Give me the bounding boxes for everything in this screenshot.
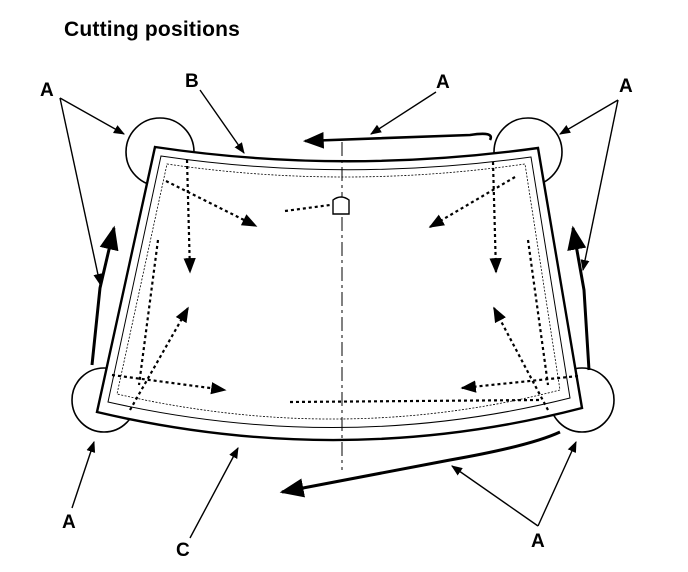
dotted-arrow-top-center xyxy=(284,203,331,213)
cutting-line-right xyxy=(567,225,591,371)
dotted-arrow-bottom-left-up xyxy=(129,306,189,411)
dotted-arrow-top-right-diag xyxy=(428,176,516,228)
dotted-arrow-top-left-diag xyxy=(165,180,258,227)
label-a-bottom-left: A xyxy=(62,512,76,533)
leader-lines xyxy=(59,89,619,539)
label-a-top-left: A xyxy=(40,80,54,101)
cutting-line-bottom xyxy=(279,430,561,498)
dotted-arrow-top-right-down xyxy=(489,161,502,274)
windshield-outline xyxy=(95,145,584,442)
leader-c xyxy=(189,447,239,539)
dotted-arrow-top-left-down xyxy=(183,159,196,274)
cutting-lines xyxy=(90,132,591,498)
leader-a-bottom-left xyxy=(71,440,96,509)
label-a-bottom-right: A xyxy=(531,531,545,552)
label-b: B xyxy=(185,71,199,92)
dotted-arrow-right-side xyxy=(526,239,550,386)
leader-a-top xyxy=(370,91,437,135)
dotted-arrow-left-side xyxy=(137,239,160,386)
dotted-arrows xyxy=(111,159,579,411)
mirror-mount xyxy=(332,196,350,215)
label-c: C xyxy=(176,540,190,561)
leader-a-bottom-right-2 xyxy=(537,440,577,527)
leader-a-top-right-2 xyxy=(580,99,619,272)
dotted-arrow-bottom-right-left xyxy=(460,374,579,393)
leader-a-top-left-1 xyxy=(59,97,125,135)
leader-b xyxy=(199,89,245,154)
windshield-inner-line-2 xyxy=(116,163,561,420)
leader-a-top-right-1 xyxy=(559,99,619,135)
diagram-title: Cutting positions xyxy=(64,18,241,41)
dotted-arrow-bottom-left-right xyxy=(111,373,227,395)
windshield-inner-line-1 xyxy=(107,155,571,428)
cutting-line-top xyxy=(302,132,493,149)
cutting-line-left xyxy=(90,225,119,366)
leader-a-bottom-right-1 xyxy=(451,465,539,527)
leader-a-top-left-2 xyxy=(59,97,103,286)
callout-labels: A B A A A C A xyxy=(40,71,633,561)
label-a-top-right: A xyxy=(619,76,633,97)
label-a-top: A xyxy=(436,72,450,93)
dotted-arrow-bottom-right-up xyxy=(493,306,549,411)
